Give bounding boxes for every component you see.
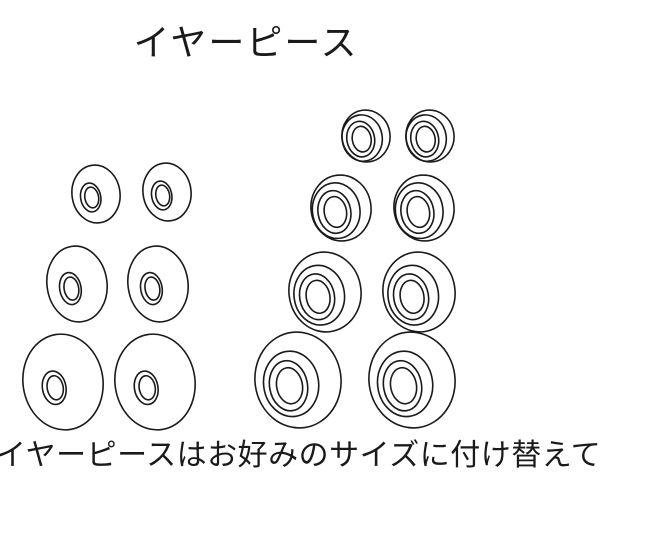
eartip-opening-inner <box>351 125 373 153</box>
eartip-opening <box>139 271 164 306</box>
eartip-opening-inner <box>154 184 171 207</box>
eartip-opening-inner <box>406 195 431 229</box>
eartip-opening-inner <box>415 125 437 153</box>
eartip-outer <box>142 162 192 222</box>
eartip-outer <box>393 174 455 242</box>
eartip-flange <box>293 264 346 326</box>
eartip-icon <box>405 109 455 163</box>
eartip-icon <box>288 251 362 333</box>
eartip-outer <box>46 245 108 323</box>
diagram-caption: イヤーピースはお好みのサイズに付け替えて <box>0 438 602 473</box>
eartip-opening <box>79 182 102 213</box>
eartip-outer <box>127 245 189 323</box>
eartip-opening <box>58 271 83 306</box>
eartip-opening <box>400 189 435 235</box>
eartip-opening-inner <box>144 276 161 301</box>
eartip-opening <box>317 189 352 235</box>
eartip-icon <box>341 109 391 163</box>
eartip-outer <box>254 331 342 429</box>
eartip-outer <box>114 333 196 431</box>
eartip-opening-inner <box>46 374 65 401</box>
eartip-icon <box>382 251 456 333</box>
eartip-opening-inner <box>305 279 331 315</box>
eartip-icon <box>393 174 455 242</box>
eartip-opening-inner <box>275 366 304 405</box>
diagram-title: イヤーピース <box>133 23 359 64</box>
eartip-opening <box>268 359 309 412</box>
eartip-outer <box>22 333 104 431</box>
eartip-icon <box>142 162 192 222</box>
eartip-opening <box>41 370 67 406</box>
eartip-opening-inner <box>389 366 418 405</box>
eartip-icon <box>114 333 196 431</box>
eartip-opening-inner <box>399 279 425 315</box>
eartip-flange <box>387 264 440 326</box>
eartip-opening-inner <box>138 374 157 401</box>
eartip-icon <box>310 174 372 242</box>
eartip-flange <box>405 114 448 163</box>
eartip-icon <box>71 164 121 224</box>
eartip-opening <box>409 120 440 158</box>
eartip-outer <box>382 251 456 333</box>
eartip-opening-inner <box>63 276 80 301</box>
eartip-opening <box>133 370 159 406</box>
eartip-opening-inner <box>83 186 100 209</box>
eartip-opening <box>392 273 430 321</box>
eartip-icon <box>254 331 342 429</box>
eartip-flange <box>376 350 434 418</box>
eartip-opening <box>298 273 336 321</box>
eartip-flange <box>394 182 444 240</box>
eartip-outer <box>310 174 372 242</box>
eartip-opening <box>345 120 376 158</box>
eartip-icon <box>22 333 104 431</box>
eartip-outer <box>71 164 121 224</box>
eartip-outer <box>288 251 362 333</box>
eartip-icon <box>127 245 189 323</box>
eartip-opening <box>382 359 423 412</box>
eartip-outer <box>368 331 456 429</box>
eartip-icon <box>46 245 108 323</box>
eartip-flange <box>341 114 384 163</box>
eartip-opening-inner <box>323 195 348 229</box>
eartip-opening <box>150 180 173 211</box>
eartip-flange <box>262 350 320 418</box>
eartip-flange <box>311 182 361 240</box>
eartip-icon <box>368 331 456 429</box>
